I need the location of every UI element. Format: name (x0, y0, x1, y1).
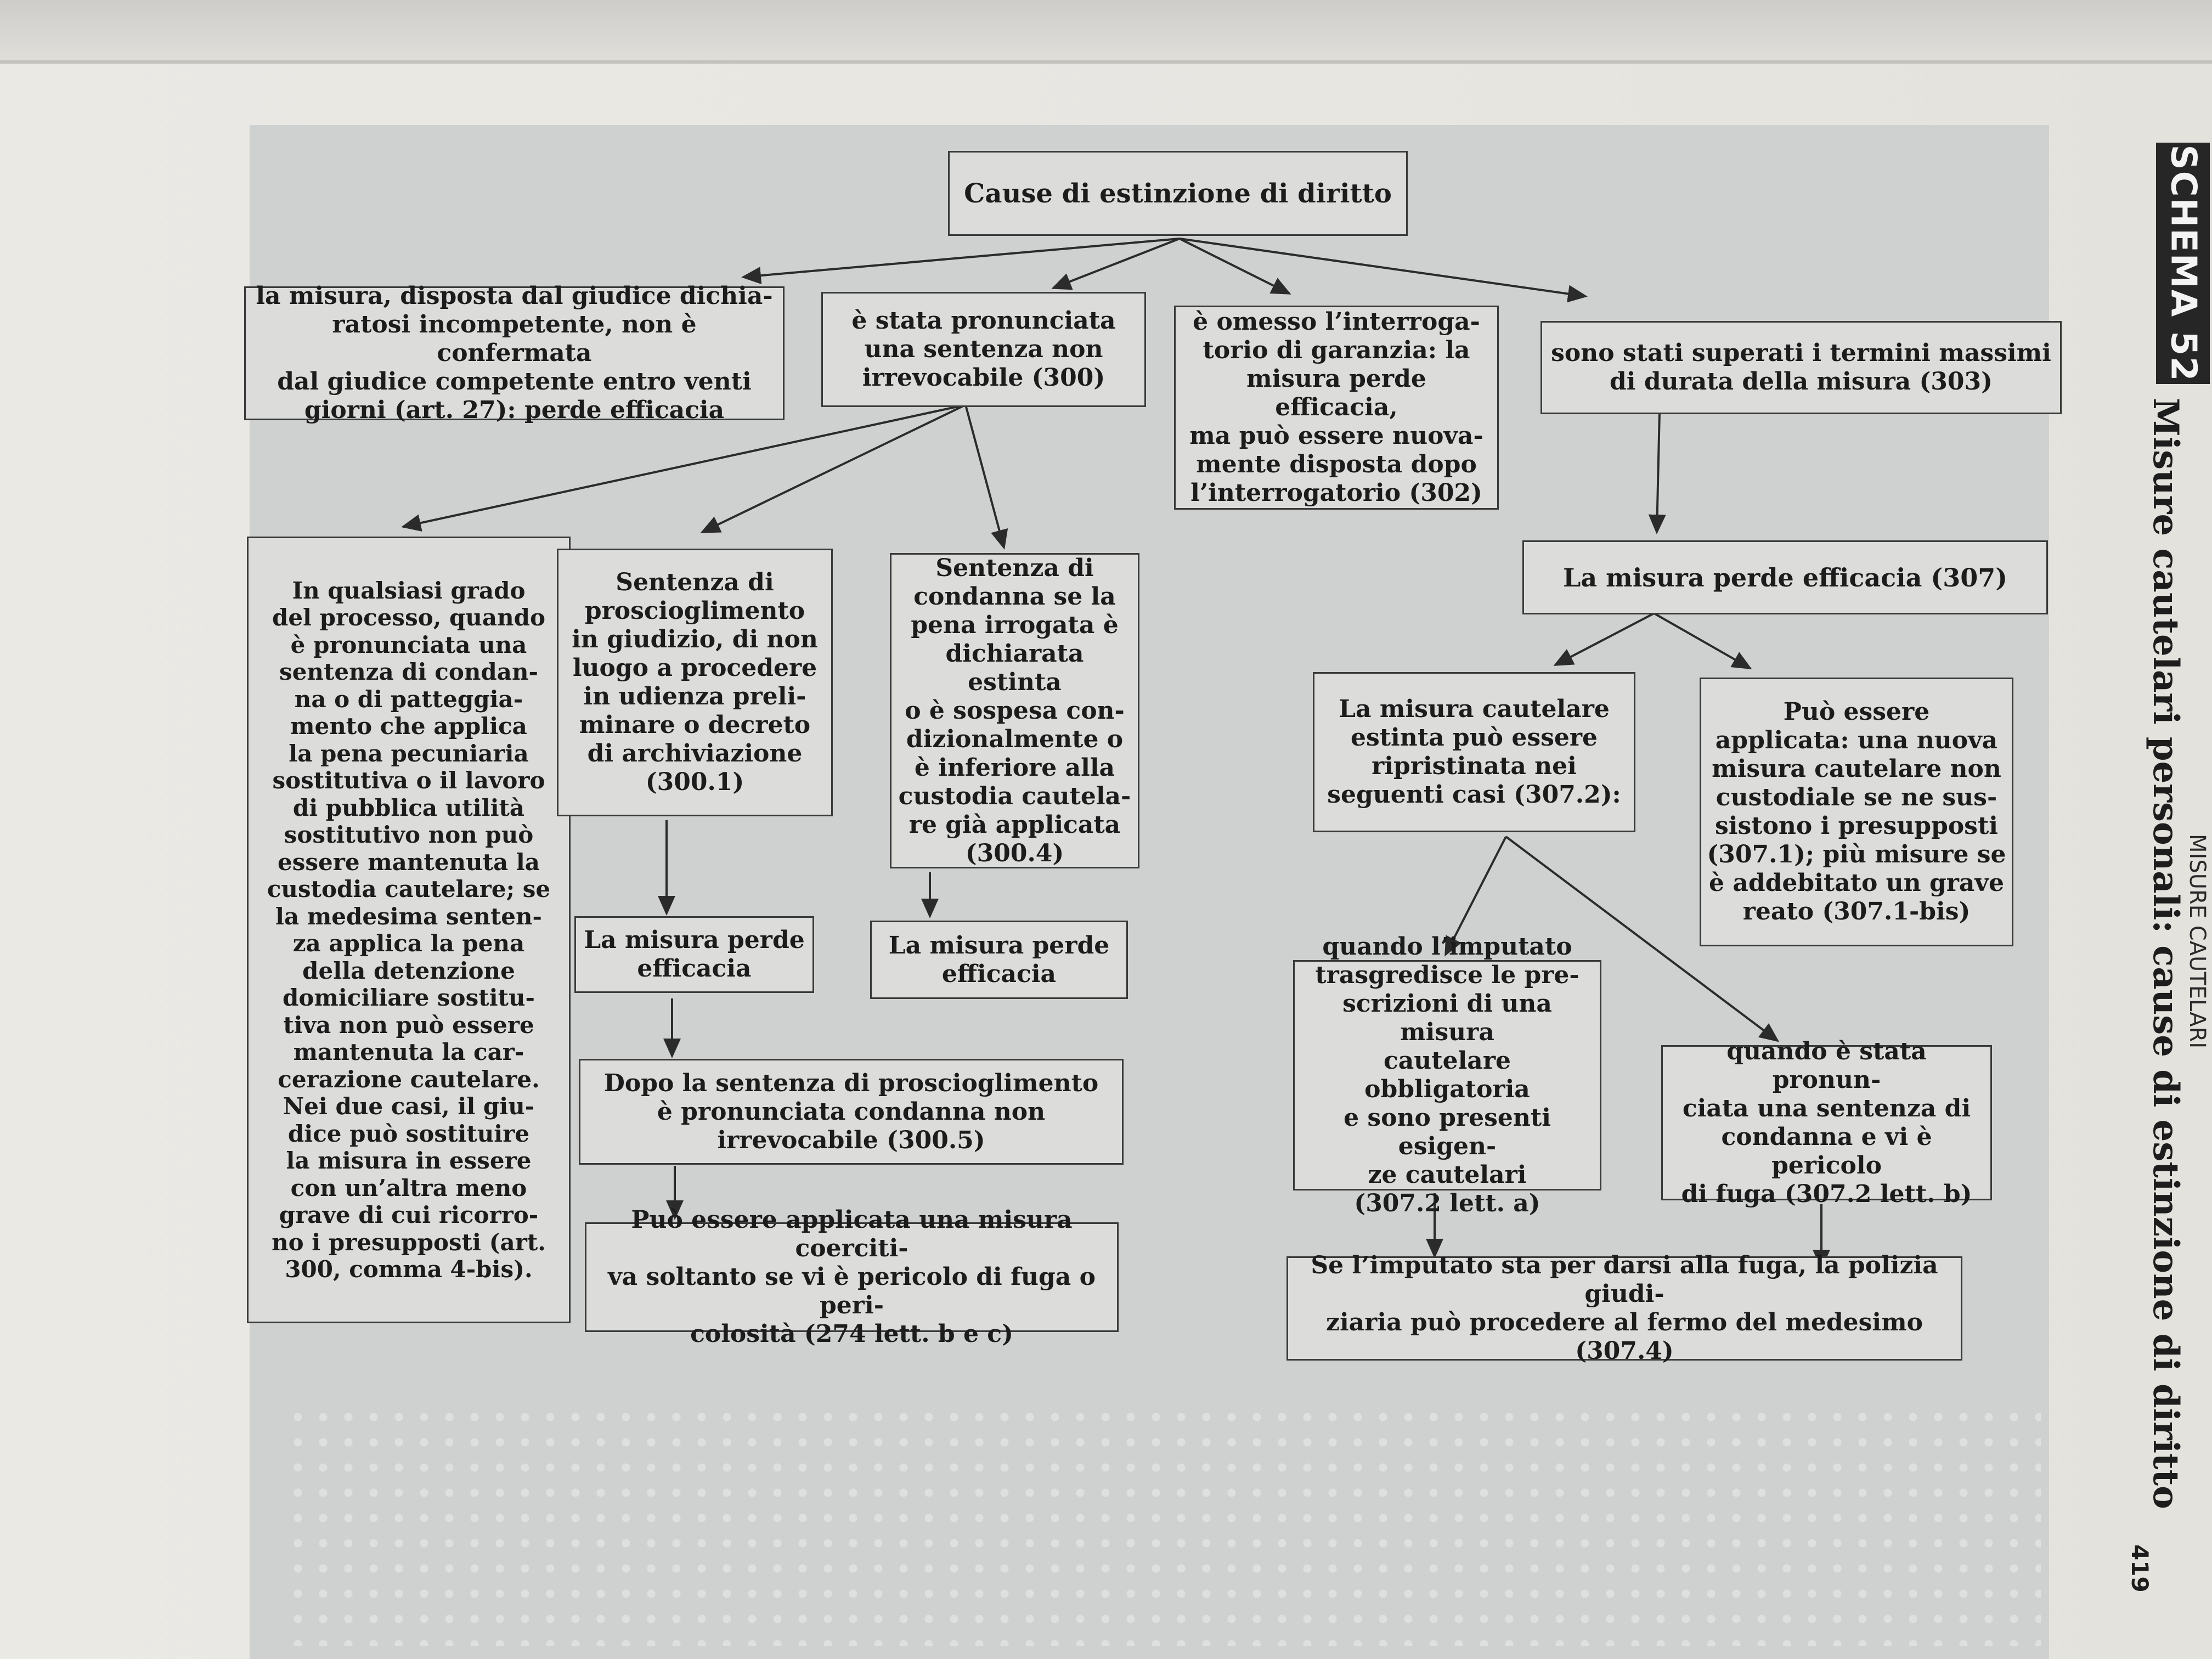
arrow-root-b1 (741, 238, 1180, 285)
arrow-b2-c2 (700, 404, 966, 533)
arrow-d1-d2 (1553, 612, 1655, 666)
schema-number-label: SCHEMA 52 (2163, 144, 2203, 382)
arrow-b4-d1 (1648, 411, 1666, 534)
arrow-d2-d5 (1505, 836, 1780, 1042)
box-conviction-any-stage: In qualsiasi grado del processo, quando … (247, 537, 571, 1323)
box-police-arrest: Se l’imputato sta per darsi alla fuga, l… (1286, 1251, 1962, 1365)
schema-number-tab: SCHEMA 52 (2156, 143, 2210, 384)
box-omitted-interrogation: è omesso l’interroga- torio di garanzia:… (1174, 306, 1499, 510)
box-case-a-violation: quando l’imputato trasgredisce le pre- s… (1293, 933, 1601, 1217)
box-new-measure-applicable: Può essere applicata: una nuova misura c… (1700, 678, 2013, 946)
arrow-d2-d4 (1444, 836, 1507, 957)
box-incompetent-judge: la misura, disposta dal giudice dichia- … (244, 282, 785, 424)
schema-title: Misure cautelari personali: cause di est… (2145, 398, 2186, 1509)
arrow-b2-c1 (401, 404, 966, 532)
box-conviction-after-acquittal: Dopo la sentenza di proscioglimento è pr… (579, 1059, 1124, 1165)
arrow-b2-c3 (964, 404, 1008, 550)
arrow-d1-d3 (1654, 612, 1752, 669)
box-measure-loses-effect-b: La misura perde efficacia (870, 921, 1128, 999)
arrow-root-b2 (1051, 238, 1180, 290)
dot-pattern (285, 1404, 2041, 1646)
arrow-root-b4 (1179, 238, 1588, 303)
root-box: Cause di estinzione di diritto (948, 151, 1408, 236)
arrow-root-b3 (1179, 238, 1291, 295)
box-conviction-extinct-penalty: Sentenza di condanna se la pena irrogata… (890, 553, 1139, 868)
running-head: MISURE CAUTELARI (2185, 834, 2210, 1049)
box-sentence-not-irrevocable: è stata pronunciata una sentenza non irr… (821, 292, 1146, 407)
box-case-b-flight-risk: quando è stata pronun- ciata una sentenz… (1661, 1037, 1992, 1208)
page-number: 419 (2126, 1544, 2153, 1593)
box-coercive-measure-conditions: Può essere applicata una misura coerciti… (585, 1206, 1119, 1348)
box-restorable-cases: La misura cautelare estinta può essere r… (1313, 672, 1635, 832)
box-max-terms-exceeded: sono stati superati i termini massimi di… (1541, 321, 2062, 414)
box-measure-loses-effect-a: La misura perde efficacia (574, 916, 814, 993)
box-measure-loses-effect-307: La misura perde efficacia (307) (1522, 540, 2048, 614)
box-acquittal-sentence: Sentenza di proscioglimento in giudizio,… (557, 549, 833, 816)
top-page-edge (0, 0, 2212, 64)
